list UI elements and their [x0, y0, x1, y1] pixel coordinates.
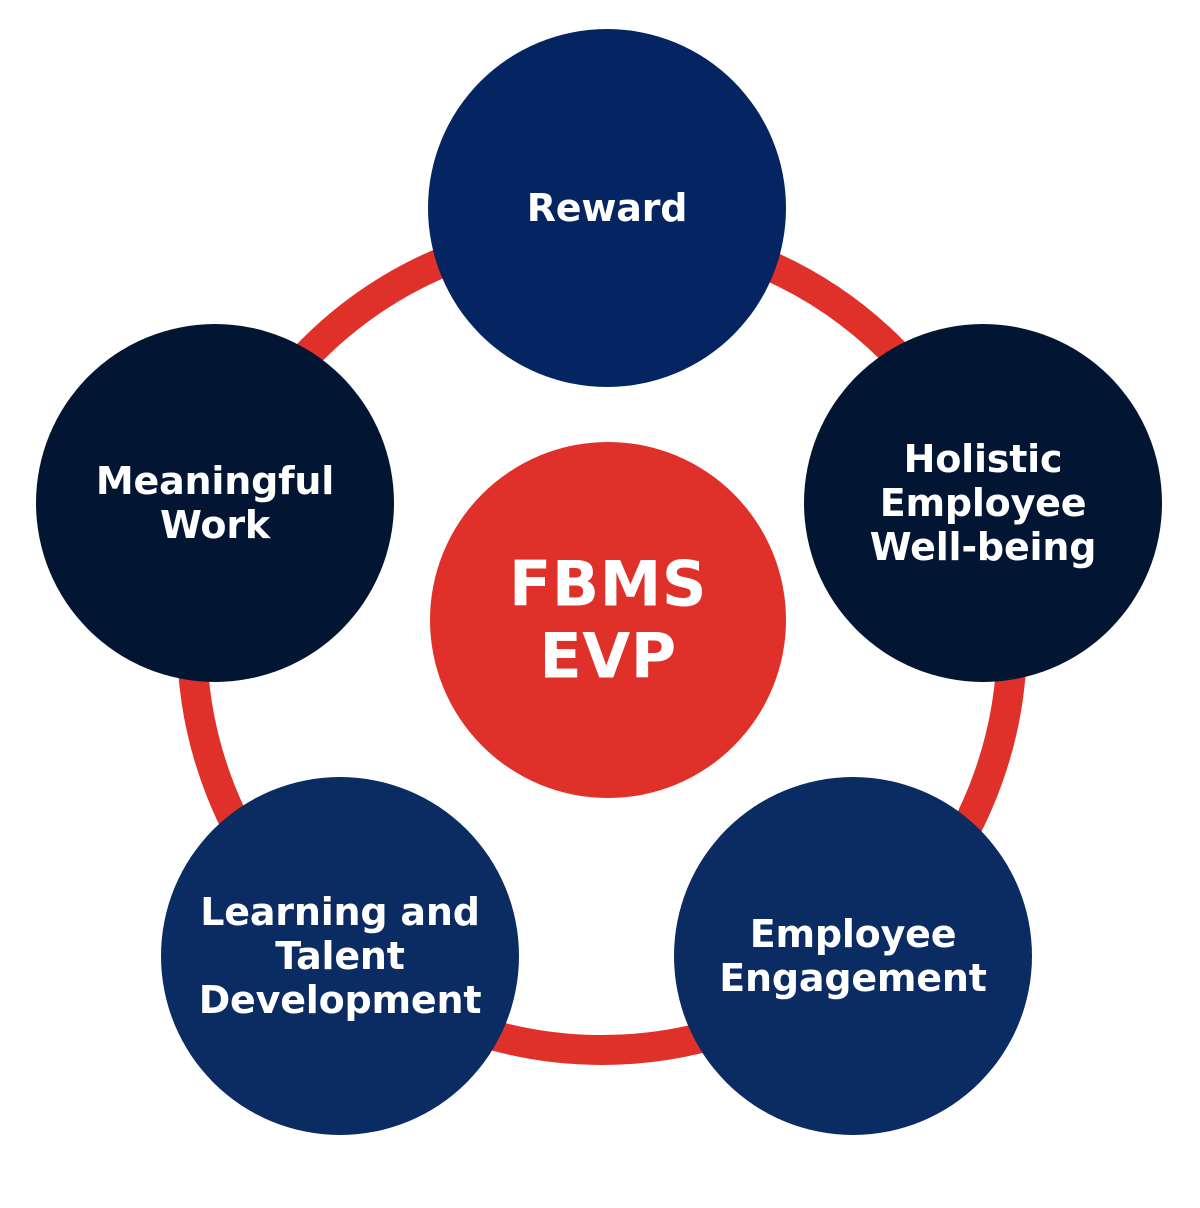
node-meaningful-work-circle[interactable] [36, 324, 394, 682]
center-hub-circle[interactable] [430, 442, 786, 798]
node-reward-circle[interactable] [428, 29, 786, 387]
node-reward-label: Reward [527, 186, 688, 230]
node-reward[interactable]: Reward [428, 29, 786, 387]
node-learning-and-talent-development-circle[interactable] [161, 777, 519, 1135]
node-employee-engagement-circle[interactable] [674, 777, 1032, 1135]
node-holistic-employee-well-being-circle[interactable] [804, 324, 1162, 682]
